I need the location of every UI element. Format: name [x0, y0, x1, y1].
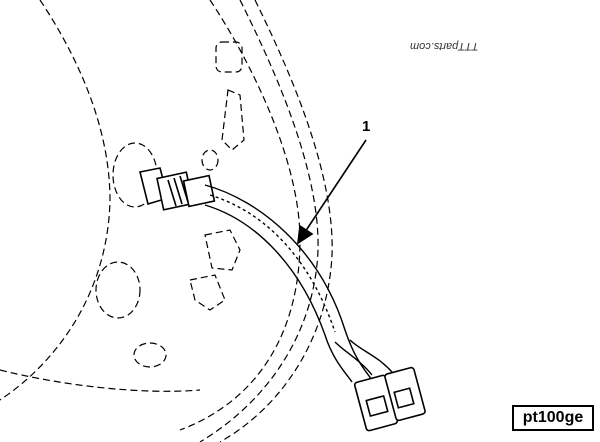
- electrical-connector-icon: [353, 366, 426, 432]
- bolt-boss-upper-slot: [221, 89, 245, 151]
- speed-sensor-icon: [139, 167, 216, 211]
- flywheel-housing-icon: [179, 0, 301, 431]
- housing-lower-edge: [0, 369, 201, 392]
- watermark-text: TTTparts.com: [410, 40, 479, 52]
- mounting-hole-bottom: [133, 342, 167, 368]
- mounting-hole-left: [95, 261, 141, 319]
- housing-ring-3: [219, 0, 333, 442]
- figure-code: pt100ge: [512, 405, 594, 431]
- mounting-hole-upper: [201, 149, 219, 171]
- housing-ring-2: [199, 0, 319, 442]
- bolt-boss-lower-slot: [189, 274, 226, 311]
- callout-number: 1: [362, 118, 371, 135]
- bolt-boss-top: [215, 41, 243, 73]
- wiring-harness-icon: [204, 184, 393, 383]
- housing-inner-rim: [0, 0, 111, 401]
- bolt-boss-middle: [204, 229, 241, 271]
- callout-arrow-icon: [297, 139, 367, 245]
